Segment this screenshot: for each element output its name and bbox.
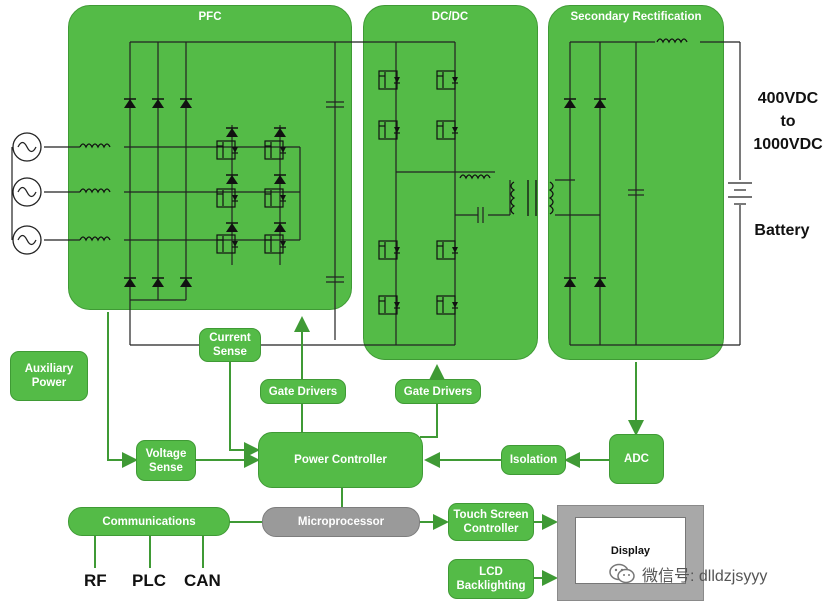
- display-screen: Display: [575, 517, 686, 584]
- output-voltage-line3: 1000VDC: [753, 136, 823, 153]
- output-voltage-line1: 400VDC: [757, 90, 819, 107]
- pfc-block: [68, 5, 352, 310]
- rf-label: RF: [84, 571, 107, 590]
- gate-drivers-right-box: Gate Drivers: [395, 379, 481, 404]
- battery-label: Battery: [754, 222, 810, 239]
- watermark: 微信号: dlldzjsyyy: [608, 557, 833, 591]
- dcdc-title: DC/DC: [431, 11, 469, 23]
- pfc-title: PFC: [198, 11, 222, 23]
- wechat-icon: [609, 563, 635, 584]
- lcd-backlighting-box: LCD Backlighting: [448, 559, 534, 599]
- dcdc-block: [363, 5, 538, 360]
- can-label: CAN: [184, 571, 221, 590]
- communications-box: Communications: [68, 507, 230, 536]
- output-voltage-line2: to: [780, 113, 796, 130]
- secondary-rectification-title: Secondary Rectification: [570, 11, 702, 23]
- current-sense-box: Current Sense: [199, 328, 261, 362]
- plc-label: PLC: [132, 571, 166, 590]
- adc-box: ADC: [609, 434, 664, 484]
- touch-screen-controller-box: Touch Screen Controller: [448, 503, 534, 541]
- microprocessor-box: Microprocessor: [262, 507, 420, 537]
- isolation-box: Isolation: [501, 445, 566, 475]
- auxiliary-power-box: Auxiliary Power: [10, 351, 88, 401]
- watermark-text: 微信号: dlldzjsyyy: [642, 568, 768, 585]
- voltage-sense-box: Voltage Sense: [136, 440, 196, 481]
- power-controller-box: Power Controller: [258, 432, 423, 488]
- gate-drivers-left-box: Gate Drivers: [260, 379, 346, 404]
